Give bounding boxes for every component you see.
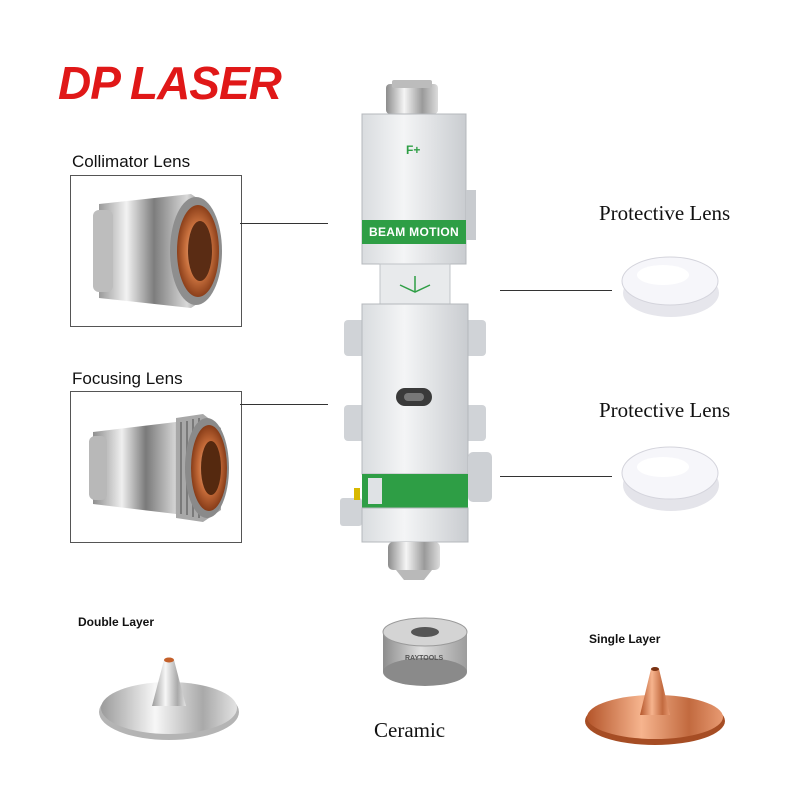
protective-lens-bottom-label: Protective Lens [599,398,731,422]
collimator-lens-icon [93,194,222,308]
ceramic-label: Ceramic [374,718,446,742]
ceramic-ring-image: RAYTOOLS [375,610,475,690]
collimator-lens-image [70,175,242,327]
protective-lens-top-label: Protective Lens [599,201,731,225]
single-layer-nozzle-image [580,655,730,755]
focusing-connector-line [240,404,328,405]
protective-top-connector-line [500,290,612,291]
protective-lens-bottom-image [615,435,725,520]
ceramic-ring-icon: RAYTOOLS [382,617,468,686]
single-layer-label: Single Layer [589,632,661,646]
single-layer-nozzle-icon [585,667,725,745]
double-layer-label: Double Layer [78,615,155,629]
laser-head-icon: F+ [340,80,492,580]
focusing-lens-icon [89,414,229,522]
laser-head: F+ BEAM MOTION [330,80,500,580]
protective-bottom-connector-line [500,476,612,477]
double-layer-nozzle-icon [99,657,239,740]
collimator-connector-line [240,223,328,224]
double-layer-nozzle-image [94,640,244,750]
beam-motion-band: BEAM MOTION [369,225,459,239]
svg-text:F+: F+ [406,143,420,157]
ceramic-engraving: RAYTOOLS [405,655,443,662]
collimator-lens-label: Collimator Lens [72,152,191,171]
focusing-lens-image [70,391,242,543]
protective-lens-top-image [615,245,725,325]
protective-lens-bottom-icon [621,446,719,511]
brand-logo: DP LASER [58,57,282,109]
focusing-lens-label: Focusing Lens [72,369,183,388]
protective-lens-top-icon [621,256,719,317]
